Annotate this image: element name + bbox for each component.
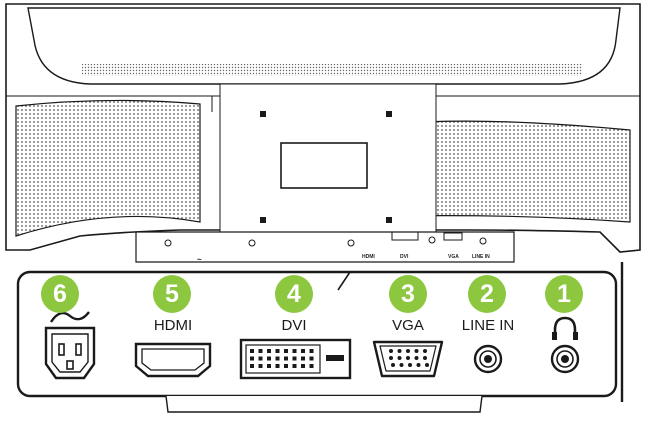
small-screw <box>347 239 355 247</box>
vga-pin <box>423 349 427 353</box>
port-number-badge: 4 <box>275 275 313 313</box>
mount-screw <box>260 217 266 223</box>
port-label-vga: VGA <box>392 317 424 334</box>
rear-label-vga: VGA <box>448 254 459 260</box>
vga-pin <box>408 363 412 367</box>
dvi-pin <box>275 364 280 368</box>
vga-pin <box>399 363 404 367</box>
small-vga-port <box>443 232 463 241</box>
dvi-pin <box>258 356 263 361</box>
vga-pin <box>389 356 393 360</box>
dvi-pin <box>258 349 263 353</box>
vga-pin <box>423 356 427 360</box>
ac-symbol-icon <box>49 311 90 323</box>
vga-pin <box>414 356 419 360</box>
headphone-jack-icon <box>550 344 580 374</box>
dvi-pin <box>275 356 280 361</box>
dvi-pin <box>250 356 254 361</box>
mount-label-plate <box>280 142 368 189</box>
rear-power-symbol: ~ <box>197 255 202 264</box>
rear-label-line-in: LINE IN <box>472 254 490 260</box>
vga-pin <box>389 349 393 353</box>
vga-pin <box>406 349 410 353</box>
vga-pin <box>425 363 429 367</box>
right-vent-grille <box>395 120 631 223</box>
port-number-badge: 6 <box>41 275 79 313</box>
dvi-pin <box>309 356 314 361</box>
port-number-badge: 2 <box>468 275 506 313</box>
dvi-pin <box>292 356 297 361</box>
vga-pin <box>397 349 402 353</box>
ac-power-icon <box>44 326 96 380</box>
vga-pin <box>406 356 410 360</box>
mount-screw <box>386 217 392 223</box>
dvi-pin <box>301 349 305 353</box>
dvi-pin <box>292 349 297 353</box>
small-screw <box>428 236 436 244</box>
hdmi-port-icon <box>134 342 212 378</box>
dvi-pin <box>267 364 271 368</box>
stand-base <box>165 395 483 413</box>
small-screw <box>248 239 256 247</box>
dvi-pin <box>284 349 288 353</box>
dvi-pin <box>284 356 288 361</box>
top-vent <box>82 64 582 76</box>
rear-label-hdmi: HDMI <box>362 254 375 260</box>
left-vent-grille <box>15 99 201 237</box>
mount-screw <box>386 111 392 117</box>
dvi-pin <box>267 349 271 353</box>
audio-jack-icon <box>473 344 503 374</box>
dvi-pin <box>250 349 254 353</box>
port-label-dvi: DVI <box>281 317 307 334</box>
dvi-pin <box>267 356 271 361</box>
port-label-hdmi: HDMI <box>153 317 193 334</box>
dvi-port-icon <box>239 338 352 380</box>
rear-connector-strip <box>135 231 515 263</box>
dvi-pin <box>309 364 314 368</box>
port-label-line-in: LINE IN <box>461 317 515 334</box>
dvi-pin <box>250 364 254 368</box>
vga-pin <box>414 349 419 353</box>
dvi-pin <box>292 364 297 368</box>
port-number-badge: 1 <box>545 275 583 313</box>
small-screw <box>479 237 487 245</box>
dvi-pin <box>284 364 288 368</box>
vga-pin <box>391 363 395 367</box>
rear-label-dvi: DVI <box>400 254 409 260</box>
mount-screw <box>260 111 266 117</box>
vga-pin <box>397 356 402 360</box>
vga-pin <box>416 363 421 367</box>
small-screw <box>164 239 172 247</box>
dvi-pin <box>301 364 305 368</box>
port-number-badge: 3 <box>389 275 427 313</box>
dvi-pin <box>309 349 314 353</box>
dvi-pin <box>258 364 263 368</box>
dvi-pin <box>275 349 280 353</box>
headphones-icon <box>552 316 578 340</box>
vga-port-icon <box>372 340 444 378</box>
dvi-pin <box>301 356 305 361</box>
port-number-badge: 5 <box>153 275 191 313</box>
small-dvi-port <box>391 231 419 241</box>
